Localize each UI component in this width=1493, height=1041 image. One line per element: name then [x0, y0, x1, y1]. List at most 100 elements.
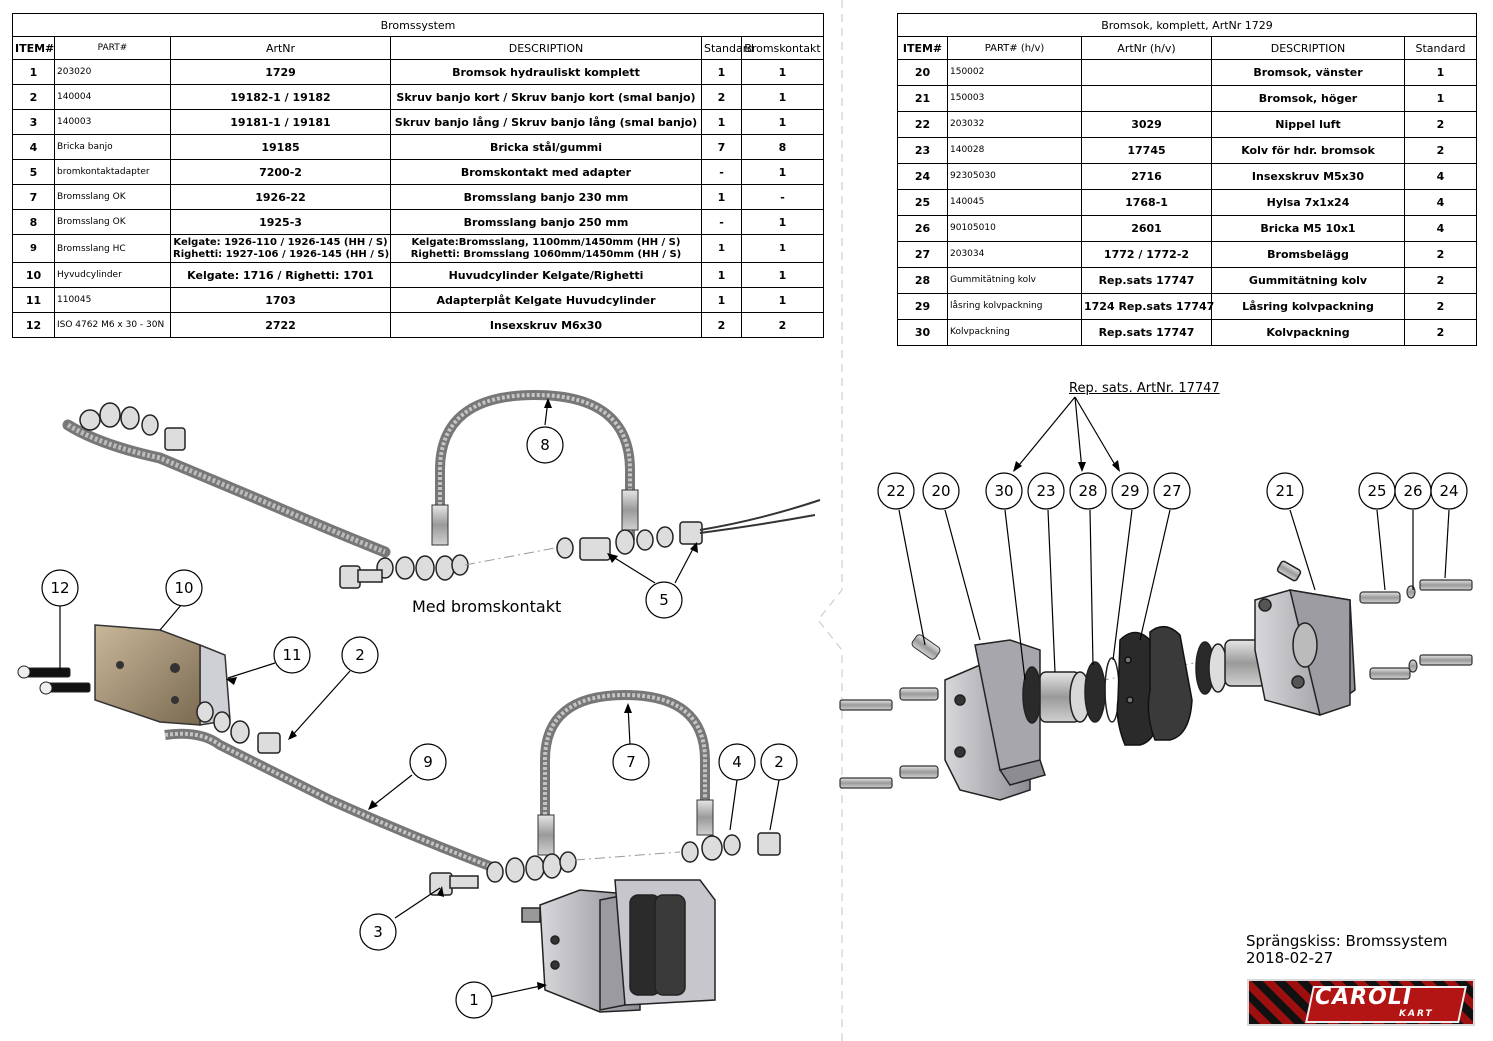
standard-cell: 2 [1404, 319, 1477, 346]
assembly-axis [464, 547, 556, 566]
master-cylinder-body [94, 624, 201, 726]
balloon-label: 2 [774, 753, 784, 771]
brake-hose-7-inner [543, 692, 707, 850]
description-cell: Nippel luft [1211, 111, 1405, 138]
drawing-date: 2018-02-27 [1246, 949, 1334, 967]
part-cell: 150002 [947, 59, 1082, 86]
balloon-label: 24 [1439, 482, 1458, 500]
insex-screws [17, 665, 91, 695]
table-row: 1 203020 1729 Bromsok hydrauliskt komple… [12, 59, 824, 85]
balloon-label: 25 [1367, 482, 1386, 500]
balloon-label: 2 [355, 646, 365, 664]
column-header: PART# (h/v) [947, 36, 1082, 60]
artnr-cell: Kelgate: 1926-110 / 1926-145 (HH / S) Ri… [170, 234, 391, 263]
balloon-2: 2 [341, 636, 379, 674]
balloon-23: 23 [1027, 472, 1065, 510]
balloon-label: 8 [540, 436, 550, 454]
balloon-label: 22 [886, 482, 905, 500]
part-cell: 140045 [947, 189, 1082, 216]
item-cell: 12 [12, 312, 55, 338]
balloon-24: 24 [1430, 472, 1468, 510]
balloon-20: 20 [922, 472, 960, 510]
item-cell: 22 [897, 111, 948, 138]
description-cell: Bromsbelägg [1211, 241, 1405, 268]
bromskontakt-cell: 1 [741, 84, 824, 110]
balloon-label: 27 [1162, 482, 1181, 500]
bromsok-table: Bromsok, komplett, ArtNr 1729 ITEM# PART… [897, 13, 1477, 346]
part-cell: 150003 [947, 85, 1082, 112]
table-row: 4 Bricka banjo 19185 Bricka stål/gummi 7… [12, 134, 824, 160]
description-cell: Kelgate:Bromsslang, 1100mm/1450mm (HH / … [390, 234, 702, 263]
bromskontakt-cell: 1 [741, 234, 824, 263]
bromskontakt-cell: 2 [741, 312, 824, 338]
balloon-22: 22 [877, 472, 915, 510]
balloon-30: 30 [985, 472, 1023, 510]
balloon-25: 25 [1358, 472, 1396, 510]
standard-cell: 2 [701, 84, 742, 110]
caliper-half-20 [944, 639, 1046, 801]
standard-cell: 4 [1404, 163, 1477, 190]
upper-hose-assembly [62, 389, 821, 589]
master-cylinder [17, 624, 502, 875]
balloon-label: 3 [373, 923, 383, 941]
balloon-label: 26 [1403, 482, 1422, 500]
description-cell: Skruv banjo kort / Skruv banjo kort (sma… [390, 84, 702, 110]
item-cell: 27 [897, 241, 948, 268]
part-cell: Gummitätning kolv [947, 267, 1082, 294]
logo-subtext: KART [1399, 1009, 1434, 1019]
balloon-26: 26 [1394, 472, 1432, 510]
description-cell: Bromsok, höger [1211, 85, 1405, 112]
description-cell: Adapterplåt Kelgate Huvudcylinder [390, 287, 702, 313]
standard-cell: 1 [1404, 85, 1477, 112]
balloon-4: 4 [718, 743, 756, 781]
part-cell: Hyvudcylinder [54, 262, 171, 288]
piston-seals [1022, 657, 1120, 724]
leader-arrowheads [226, 398, 1120, 990]
lower-hose-assembly [429, 689, 781, 1013]
brake-pads-27 [1116, 626, 1193, 746]
item-cell: 9 [12, 234, 55, 263]
artnr-cell: 2722 [170, 312, 391, 338]
description-cell: Kolvpackning [1211, 319, 1405, 346]
description-cell: Bricka M5 10x1 [1211, 215, 1405, 242]
artnr-line: Righetti: 1927-106 / 1926-145 (HH / S) [173, 248, 390, 260]
table-row: 27 203034 1772 / 1772-2 Bromsbelägg 2 [897, 241, 1477, 268]
part-cell: 90105010 [947, 215, 1082, 242]
part-cell: 140003 [54, 109, 171, 135]
part-cell: 203032 [947, 111, 1082, 138]
balloon-29: 29 [1111, 472, 1149, 510]
screws-25-24 [839, 579, 1473, 789]
part-cell: 203034 [947, 241, 1082, 268]
balloon-27: 27 [1153, 472, 1191, 510]
artnr-cell: Kelgate: 1716 / Righetti: 1701 [170, 262, 391, 288]
rep-sats-label: Rep. sats. ArtNr. 17747 [1069, 381, 1220, 396]
table-row: 12 ISO 4762 M6 x 30 - 30N 2722 Insexskru… [12, 312, 824, 338]
standard-cell: 2 [1404, 137, 1477, 164]
balloon-7: 7 [612, 743, 650, 781]
artnr-cell: 1925-3 [170, 209, 391, 235]
bromskontakt-cell: 1 [741, 109, 824, 135]
standard-cell: 7 [701, 134, 742, 160]
table-row: 29 låsring kolvpackning 1724 Rep.sats 17… [897, 293, 1477, 320]
balloon-label: 11 [282, 646, 301, 664]
assembly-axis [574, 851, 681, 861]
table-row: 26 90105010 2601 Bricka M5 10x1 4 [897, 215, 1477, 242]
balloon-label: 21 [1275, 482, 1294, 500]
artnr-cell: 1926-22 [170, 184, 391, 210]
balloon-label: 12 [50, 579, 69, 597]
brake-hose-9-inner [164, 731, 501, 872]
item-cell: 10 [12, 262, 55, 288]
part-cell: Kolvpackning [947, 319, 1082, 346]
balloon-label: 7 [626, 753, 636, 771]
caliper-half-21 [1195, 560, 1356, 716]
table-row: 5 bromkontaktadapter 7200-2 Bromskontakt… [12, 159, 824, 185]
caliper-exploded [839, 560, 1473, 801]
standard-cell: - [701, 159, 742, 185]
column-header: DESCRIPTION [1211, 36, 1405, 60]
balloon-1: 1 [455, 981, 493, 1019]
caliper-assembly [521, 879, 716, 1013]
brake-hose-9 [164, 728, 502, 875]
balloon-label: 1 [469, 991, 479, 1009]
table-row: 11 110045 1703 Adapterplåt Kelgate Huvud… [12, 287, 824, 313]
standard-cell: 1 [701, 234, 742, 263]
